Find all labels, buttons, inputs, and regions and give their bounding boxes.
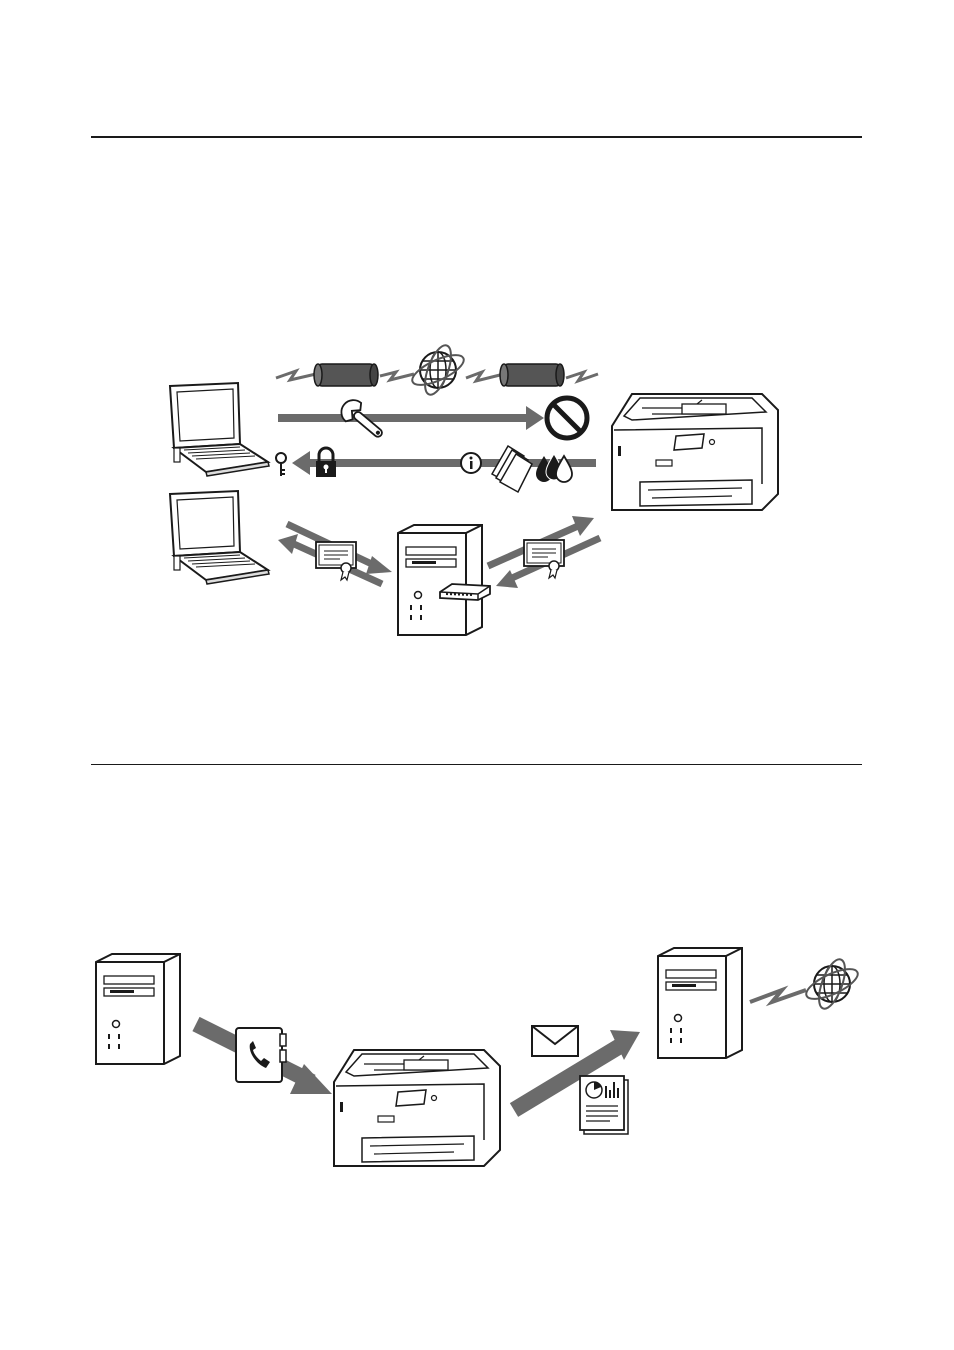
- server: [658, 948, 742, 1058]
- info-icon: [461, 453, 481, 473]
- paper-stack-icon: [492, 446, 532, 492]
- tunnel-icon: [500, 364, 564, 386]
- laptop: [170, 383, 269, 476]
- globe-icon: [408, 342, 467, 398]
- certificate-icon: [316, 542, 356, 580]
- tunnel-icon: [314, 364, 378, 386]
- figure-network-security: [170, 342, 778, 635]
- envelope-icon: [532, 1026, 578, 1056]
- cert-arrow-to-laptop-head: [278, 534, 298, 554]
- network-link-center-right: [466, 372, 500, 381]
- figure-fax-email: [96, 948, 862, 1166]
- network-link-right: [566, 372, 598, 381]
- info-arrow-head: [292, 451, 310, 475]
- laptop: [170, 491, 269, 584]
- prohibited-icon: [547, 398, 587, 438]
- phonebook-icon: [236, 1028, 286, 1082]
- lock-icon: [316, 448, 336, 477]
- network-link-left: [276, 371, 316, 380]
- router: [440, 584, 490, 600]
- globe-icon: [802, 956, 861, 1012]
- printer: [612, 394, 778, 510]
- server: [96, 954, 180, 1064]
- printer: [334, 1050, 500, 1166]
- key-icon: [276, 453, 286, 476]
- config-arrow-head: [526, 406, 544, 430]
- cert-arrow-to-server-head: [366, 556, 392, 574]
- ink-drops-icon: [536, 454, 572, 482]
- server: [398, 525, 482, 635]
- internet-link: [750, 990, 806, 1002]
- report-document-icon: [580, 1076, 628, 1134]
- network-link-center-left: [380, 372, 414, 380]
